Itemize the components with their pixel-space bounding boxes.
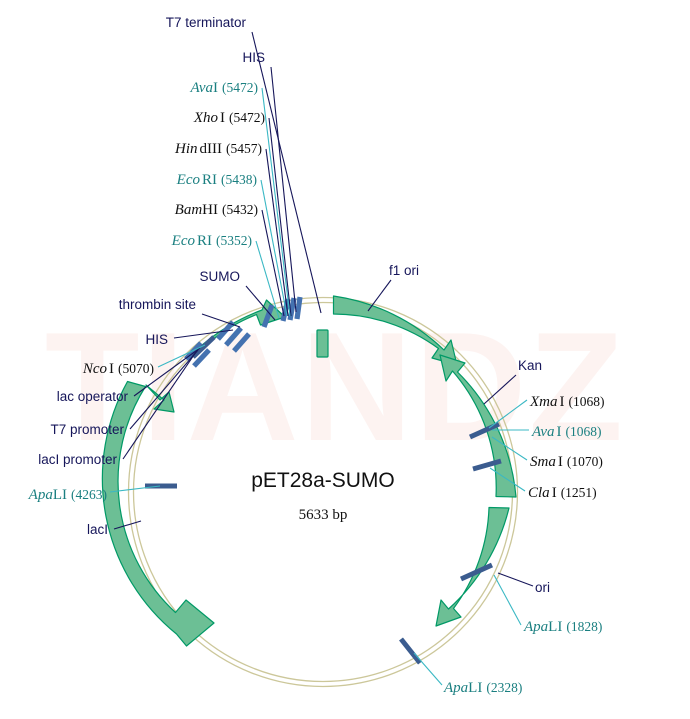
leader-t7-terminator [251,31,322,314]
gene-arc-laci-head [145,384,175,413]
leader-apali-1828 [493,574,522,626]
leader-ecori-5352 [255,240,280,319]
label-thrombin-site: thrombin site [119,297,196,312]
label-f1-ori: f1 ori [389,263,419,278]
label-bamhi-5432: BamHI(5432) [175,202,258,218]
feature-block-mcs-3 [294,296,303,320]
leader-smai-1070 [491,436,528,461]
feature-block-t7-promoter [192,348,211,368]
label-ori: ori [535,580,550,595]
label-his-top: HIS [242,50,265,65]
label-t7-promoter: T7 promoter [50,422,124,437]
leader-his-left [173,329,234,339]
label-t7-terminator: T7 terminator [166,15,247,30]
leader-lines-teal [109,87,529,686]
label-kan: Kan [518,358,542,373]
leader-his-top [270,66,297,313]
gene-arc-ori [435,506,510,627]
leader-apali-2328 [413,652,443,686]
leader-f1-ori [367,279,392,312]
feature-block-mcs-2 [287,297,297,321]
feature-labels: T7 terminator HIS SUMO thrombin site HIS… [38,15,550,595]
leader-ecori-5438 [260,179,288,317]
label-his-left: HIS [145,332,168,347]
leader-hindiii [265,148,289,317]
site-tick-xmai-avai [468,421,501,440]
label-avai-5472: AvaI(5472) [190,80,259,96]
leader-laci [113,520,142,530]
leader-xmai-1068 [488,399,528,429]
gene-arc-laci [101,380,215,647]
leader-thrombin-site [201,313,241,328]
label-apali-1828: ApaLI(1828) [523,619,602,635]
leader-ori [497,572,534,587]
site-ticks [145,335,502,665]
label-lac-operator: lac operator [57,389,129,404]
label-laci: lacI [87,522,108,537]
gene-arc-f1ori [332,295,458,366]
feature-block-extra-1 [232,332,251,353]
label-laci-promoter: lacI promoter [38,452,117,467]
leader-lines-dark [113,31,534,587]
leader-apali-4263 [109,485,161,493]
site-tick-apali-1828 [459,562,494,582]
plasmid-title: pET28a-SUMO [251,469,395,492]
blue-features [184,296,303,368]
label-sumo: SUMO [200,269,241,284]
feature-block-sumo-end [261,304,275,328]
leader-sumo [245,285,276,321]
leader-clai-1251 [489,467,526,492]
leader-laci-promoter [122,351,197,460]
site-tick-smai-clai [472,458,502,472]
leader-kan [483,374,517,405]
gene-box-t7-terminator [316,329,329,358]
leader-ncoi-5070 [157,344,206,368]
site-tick-ncoi [191,335,216,359]
leader-bamhi [261,209,285,317]
leader-avai-5472 [261,87,291,317]
label-apali-2328: ApaLI(2328) [443,680,522,696]
feature-block-thrombin [224,326,243,347]
leader-lac-operator [133,347,201,397]
leader-xhoi [268,117,292,317]
label-apali-4263: ApaLI(4263) [28,487,107,503]
leader-t7-promoter [129,349,199,430]
plasmid-size: 5633 bp [299,507,348,523]
site-tick-apali-2328 [399,637,422,665]
